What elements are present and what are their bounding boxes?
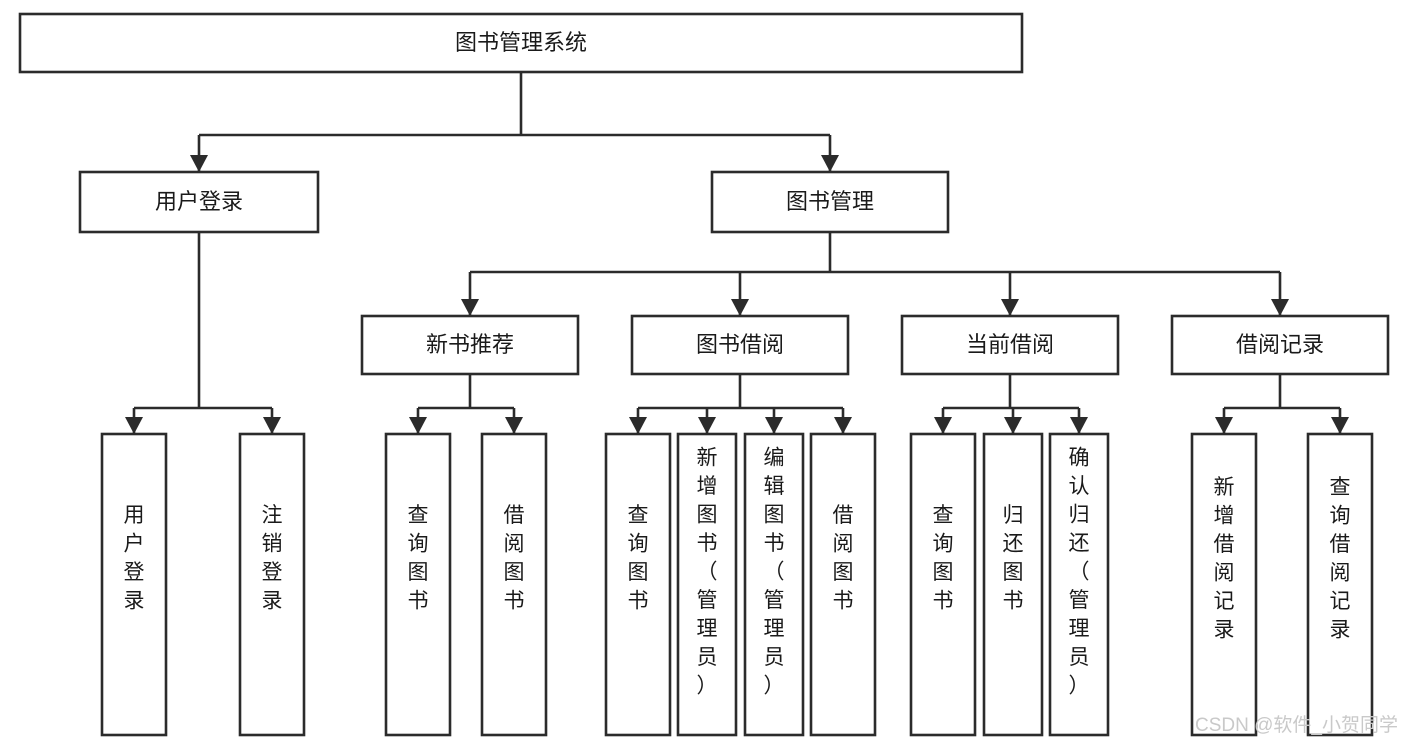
edges-layer (125, 72, 1349, 434)
level3-node-book-borrow[interactable]: 图书借阅 (630, 314, 850, 376)
root-node-root[interactable]: 图书管理系统 (18, 12, 1024, 74)
node-label: 确认归还（管理员） (1069, 446, 1090, 697)
node-label: 新增图书（管理员） (697, 446, 718, 697)
node-box (384, 432, 452, 737)
leaf-node-leaf-query-book[interactable]: 查询图书 (604, 432, 672, 737)
leaf-node-leaf-query-book-current[interactable]: 查询图书 (909, 432, 977, 737)
node-label: 新增借阅记录 (1214, 476, 1235, 642)
node-box (360, 314, 580, 376)
node-box (18, 12, 1024, 74)
leaf-node-leaf-add-book-admin[interactable]: 新增图书（管理员） (676, 432, 738, 737)
node-box (1306, 432, 1374, 737)
leaf-node-leaf-edit-book-admin[interactable]: 编辑图书（管理员） (743, 432, 805, 737)
node-box (100, 432, 168, 737)
node-label: 图书管理系统 (455, 30, 587, 55)
node-box (900, 314, 1120, 376)
node-box (710, 170, 950, 234)
edge-group-book-borrow (629, 374, 852, 434)
edge-group-borrow-record (1215, 374, 1349, 434)
level3-node-current-borrow[interactable]: 当前借阅 (900, 314, 1120, 376)
leaf-node-leaf-query-borrow-record[interactable]: 查询借阅记录 (1306, 432, 1374, 737)
node-label: 新书推荐 (426, 332, 514, 357)
node-label: 图书管理 (786, 189, 874, 214)
level3-node-new-book-recommend[interactable]: 新书推荐 (360, 314, 580, 376)
node-label: 编辑图书（管理员） (764, 446, 785, 697)
node-label: 当前借阅 (966, 332, 1054, 357)
node-label: 归还图书 (1003, 504, 1024, 613)
node-box (1048, 432, 1110, 737)
leaf-node-leaf-query-book-recommend[interactable]: 查询图书 (384, 432, 452, 737)
edge-group-user-login (125, 232, 281, 434)
leaf-node-leaf-user-login[interactable]: 用户登录 (100, 432, 168, 737)
node-box (604, 432, 672, 737)
node-label: 查询图书 (628, 504, 649, 613)
leaf-node-leaf-borrow-book-recommend[interactable]: 借阅图书 (480, 432, 548, 737)
node-box (676, 432, 738, 737)
node-box (743, 432, 805, 737)
node-label: 查询借阅记录 (1330, 476, 1351, 642)
level2-node-user-login[interactable]: 用户登录 (78, 170, 320, 234)
leaf-node-leaf-confirm-return-admin[interactable]: 确认归还（管理员） (1048, 432, 1110, 737)
node-label: 借阅图书 (504, 504, 525, 613)
leaf-node-leaf-add-borrow-record[interactable]: 新增借阅记录 (1190, 432, 1258, 737)
node-box (1170, 314, 1390, 376)
node-box (909, 432, 977, 737)
level3-node-borrow-record[interactable]: 借阅记录 (1170, 314, 1390, 376)
leaf-node-leaf-borrow-book[interactable]: 借阅图书 (809, 432, 877, 737)
edge-group-root (190, 72, 839, 172)
node-box (78, 170, 320, 234)
node-label: 查询图书 (408, 504, 429, 613)
node-label: 图书借阅 (696, 332, 784, 357)
level2-node-book-manage[interactable]: 图书管理 (710, 170, 950, 234)
nodes-layer: 图书管理系统用户登录图书管理新书推荐图书借阅当前借阅借阅记录用户登录注销登录查询… (18, 12, 1390, 737)
edge-group-current-borrow (934, 374, 1088, 434)
node-label: 用户登录 (124, 504, 145, 613)
node-box (982, 432, 1044, 737)
edge-group-book-manage (461, 232, 1289, 316)
node-box (809, 432, 877, 737)
node-box (480, 432, 548, 737)
node-box (1190, 432, 1258, 737)
node-label: 查询图书 (933, 504, 954, 613)
csdn-watermark: CSDN @软件_小贺同学 (1195, 714, 1398, 736)
node-label: 用户登录 (155, 189, 243, 214)
watermark-layer: CSDN @软件_小贺同学 (1195, 714, 1398, 736)
node-label: 注销登录 (262, 504, 283, 613)
leaf-node-leaf-return-book[interactable]: 归还图书 (982, 432, 1044, 737)
node-label: 借阅图书 (833, 504, 854, 613)
node-box (238, 432, 306, 737)
node-label: 借阅记录 (1236, 332, 1324, 357)
edge-group-new-book-recommend (409, 374, 523, 434)
leaf-node-leaf-logout[interactable]: 注销登录 (238, 432, 306, 737)
node-box (630, 314, 850, 376)
